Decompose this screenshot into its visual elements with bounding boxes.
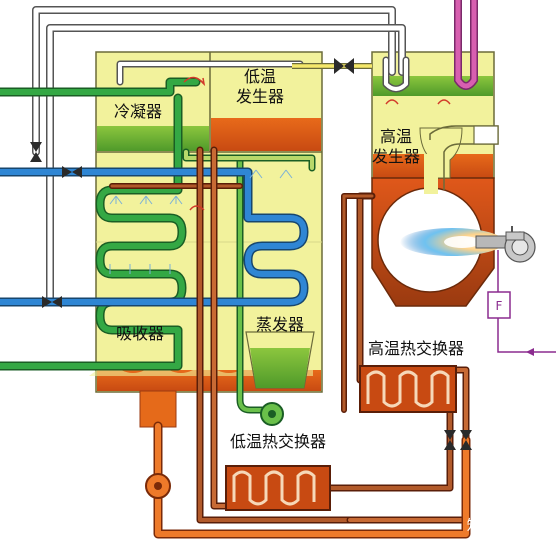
label-line: 发生器 xyxy=(372,147,420,166)
burner-flame-icon xyxy=(400,228,504,256)
lt-heat-exchanger xyxy=(225,465,331,511)
flow-arrow-icon xyxy=(183,76,451,211)
label-line: 低温 xyxy=(244,67,276,86)
label-line: 高温 xyxy=(380,127,412,146)
evaporator-label: 蒸发器 xyxy=(256,315,304,334)
valve-icon xyxy=(334,58,344,74)
blower-fan-icon xyxy=(475,226,536,263)
evaporator-tray xyxy=(245,331,315,389)
ht-heat-exchanger-label: 高温热交换器 xyxy=(368,339,464,358)
absorber-label: 吸收器 xyxy=(116,324,164,343)
vapour-pipe xyxy=(292,58,372,74)
white-pipes xyxy=(32,6,410,304)
hot-water-pipe xyxy=(454,0,478,90)
gas-line: F xyxy=(487,250,556,356)
lt-heat-exchanger-label: 低温热交换器 xyxy=(230,432,326,451)
flow-meter-box xyxy=(487,291,511,319)
lt-generator-label: 低温发生器 xyxy=(236,67,284,106)
watermark: 知乎 @老史 xyxy=(467,517,541,534)
valve-icon xyxy=(444,430,472,450)
label-line: 发生器 xyxy=(236,87,284,106)
condenser-label: 冷凝器 xyxy=(114,102,162,121)
valve-icon xyxy=(30,142,82,308)
spray-nozzle-icon xyxy=(109,169,293,274)
ht-generator-label: 高温发生器 xyxy=(372,127,420,166)
chilled-water-pipes xyxy=(0,167,309,307)
pump-icon xyxy=(145,473,171,499)
pump-icon xyxy=(260,402,284,426)
flow-meter-label: F xyxy=(496,299,503,313)
ht-heat-exchanger xyxy=(359,365,457,413)
